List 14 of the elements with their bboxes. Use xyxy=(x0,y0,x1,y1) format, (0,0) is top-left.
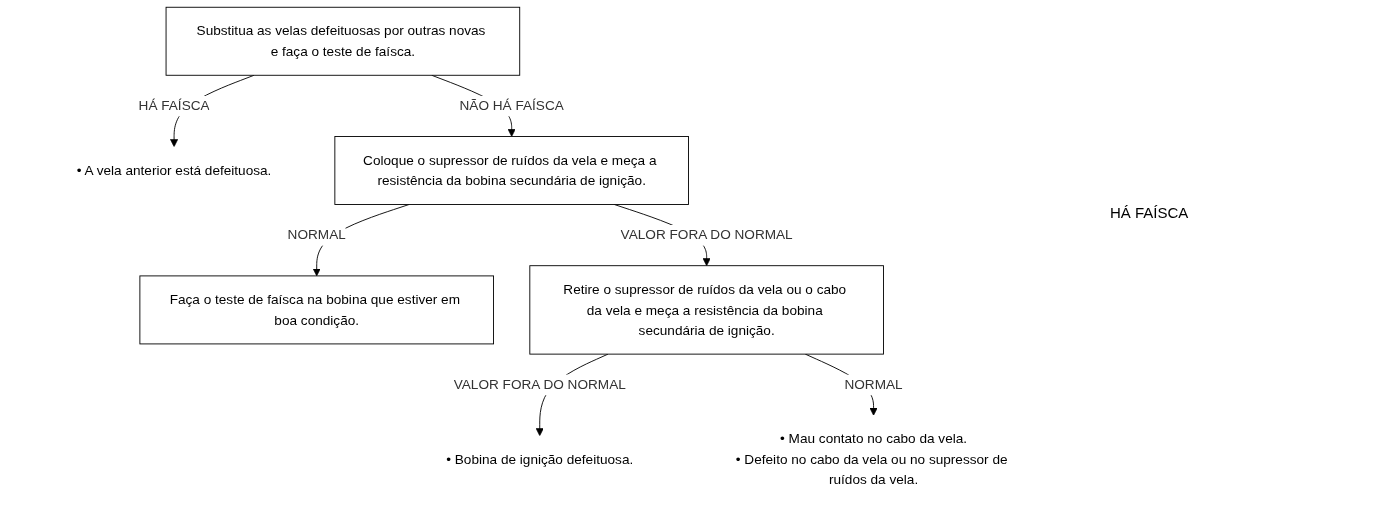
node-text: • Bobina de ignição defeituosa. xyxy=(446,451,634,467)
node-box: Retire o supressor de ruídos da vela ou o cabo da vela e meça a resistência da bobina secundária de ignição. xyxy=(529,265,884,355)
node-text: • Mau contato no cabo da vela. • Defeito no cabo da vela ou no supressor de ruídos da vela. xyxy=(735,430,1008,487)
node-text: • A vela anterior está defeituosa. xyxy=(76,162,272,178)
edge-label: NÃO HÁ FAÍSCA xyxy=(459,97,564,113)
note-text: HÁ FAÍSCA xyxy=(1110,204,1190,221)
edge-label: VALOR FORA DO NORMAL xyxy=(620,226,793,243)
node-box: Substitua as velas defeituosas por outras novas e faça o teste de faísca. xyxy=(165,6,521,76)
edge-label: NORMAL xyxy=(287,226,346,243)
node-box: Coloque o supressor de ruídos da vela e meça a resistência da bobina secundária de ignição. xyxy=(334,136,689,205)
edge-label: NORMAL xyxy=(844,376,903,392)
edge-label: VALOR FORA DO NORMAL xyxy=(453,376,626,392)
edge-label: HÁ FAÍSCA xyxy=(138,97,210,113)
node-box: Faça o teste de faísca na bobina que estiver em boa condição. xyxy=(139,275,494,345)
